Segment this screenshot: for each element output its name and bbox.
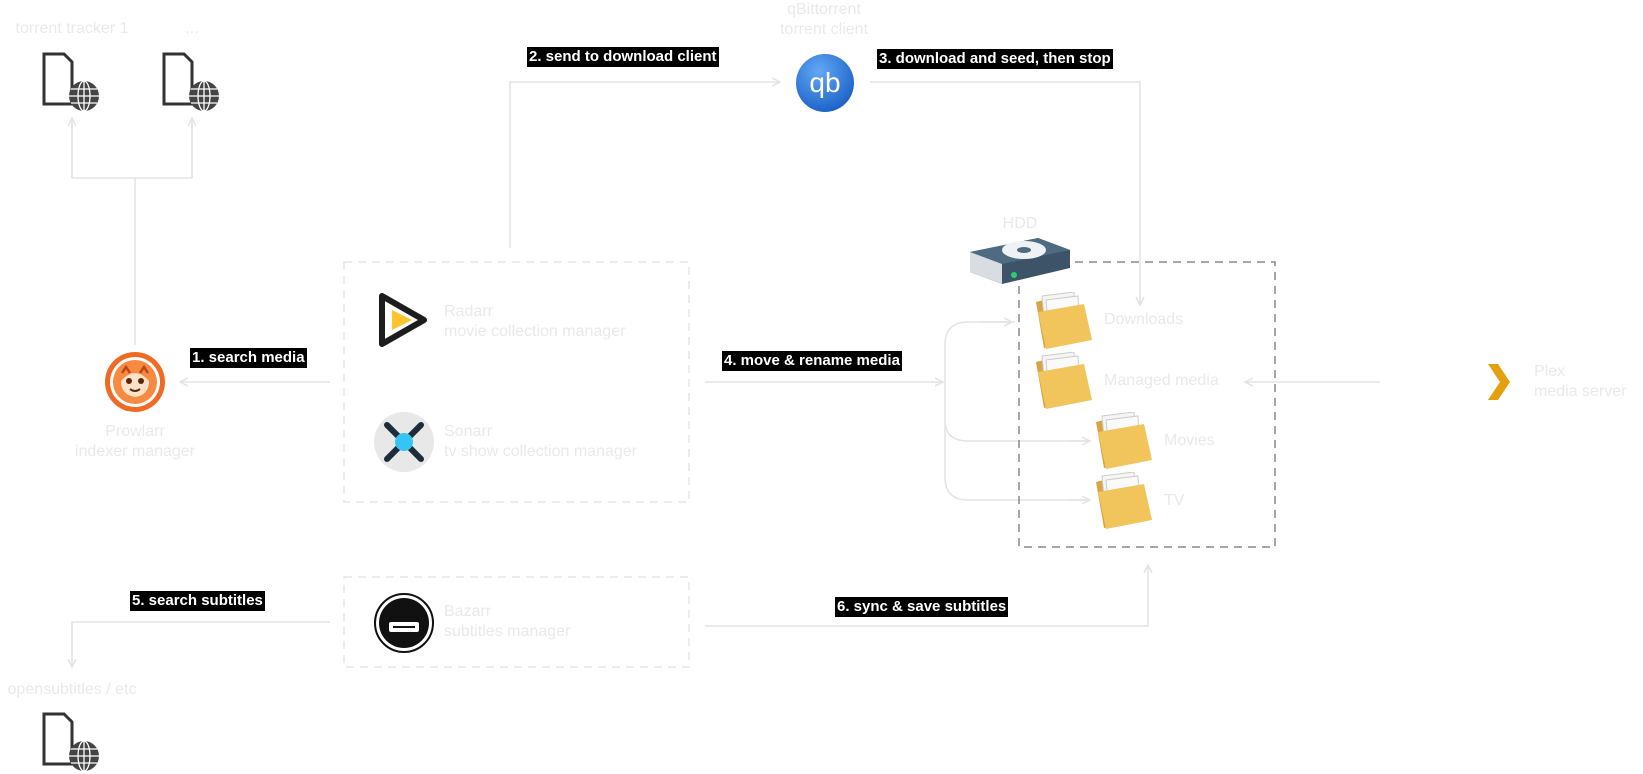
document-globe-icon	[162, 52, 219, 112]
folder-icon	[1036, 292, 1092, 349]
document-globe-icon	[42, 52, 99, 112]
folder-icon	[1096, 472, 1152, 529]
qbittorrent-logo-icon: qb	[796, 54, 854, 112]
prowlarr-name: Prowlarr	[105, 423, 165, 440]
subtitle-source-label: opensubtitles / etc	[7, 681, 137, 698]
prowlarr-logo-icon	[105, 352, 165, 412]
arr-managers-group	[343, 261, 690, 503]
step-5-label: 5. search subtitles	[130, 591, 265, 611]
hdd-label: HDD	[1002, 215, 1038, 232]
step-1-label: 1. search media	[190, 348, 307, 368]
hdd-group	[1018, 261, 1276, 548]
sonarr-label: Sonarr tv show collection manager	[444, 422, 637, 462]
folder-icon	[1096, 412, 1152, 469]
step-3-label: 3. download and seed, then stop	[877, 49, 1113, 69]
prowlarr-desc: indexer manager	[74, 443, 196, 460]
step-4-label: 4. move & rename media	[722, 351, 902, 371]
folder-icon	[1036, 352, 1092, 409]
sonarr-name: Sonarr	[444, 423, 493, 440]
bazarr-group	[343, 576, 690, 668]
qbittorrent-desc: torrent client	[779, 21, 869, 38]
edge-sync-subtitles	[705, 565, 1148, 627]
tracker-1-label: torrent tracker 1	[15, 20, 129, 37]
tracker-more-label: ...	[185, 20, 199, 37]
edge-prowlarr-trackers	[71, 120, 193, 345]
bazarr-label: Bazarr subtitles manager	[444, 602, 570, 642]
sonarr-desc: tv show collection manager	[444, 443, 637, 460]
bazarr-logo-icon	[374, 593, 434, 653]
bazarr-desc: subtitles manager	[444, 623, 571, 640]
radarr-name: Radarr	[444, 303, 493, 320]
folder-tv-label: TV	[1164, 492, 1185, 509]
radarr-logo-icon	[379, 293, 427, 347]
folder-movies-label: Movies	[1164, 432, 1215, 449]
qbittorrent-label: qBittorrent torrent client	[780, 0, 868, 40]
radarr-label: Radarr movie collection manager	[444, 302, 625, 342]
edge-download-seed	[870, 81, 1140, 305]
prowlarr-label: Prowlarr indexer manager	[75, 422, 195, 462]
bazarr-name: Bazarr	[444, 603, 492, 620]
step-2-label: 2. send to download client	[527, 47, 719, 67]
document-globe-icon	[42, 712, 99, 772]
edge-search-subtitles	[72, 621, 330, 667]
step-6-label: 6. sync & save subtitles	[835, 597, 1009, 617]
plex-label: Plex media server	[1534, 362, 1626, 402]
radarr-desc: movie collection manager	[444, 323, 626, 340]
folder-managed-media-label: Managed media	[1104, 372, 1219, 389]
sonarr-logo-icon	[374, 412, 434, 472]
edge-send-download	[509, 82, 780, 248]
plex-name: Plex	[1534, 363, 1566, 380]
hdd-icon	[970, 238, 1070, 284]
plex-desc: media server	[1534, 383, 1627, 400]
qbittorrent-logo-text: qb	[809, 67, 840, 98]
plex-chevron-icon	[1488, 364, 1510, 400]
qbittorrent-name: qBittorrent	[787, 1, 861, 18]
folder-downloads-label: Downloads	[1104, 311, 1184, 328]
